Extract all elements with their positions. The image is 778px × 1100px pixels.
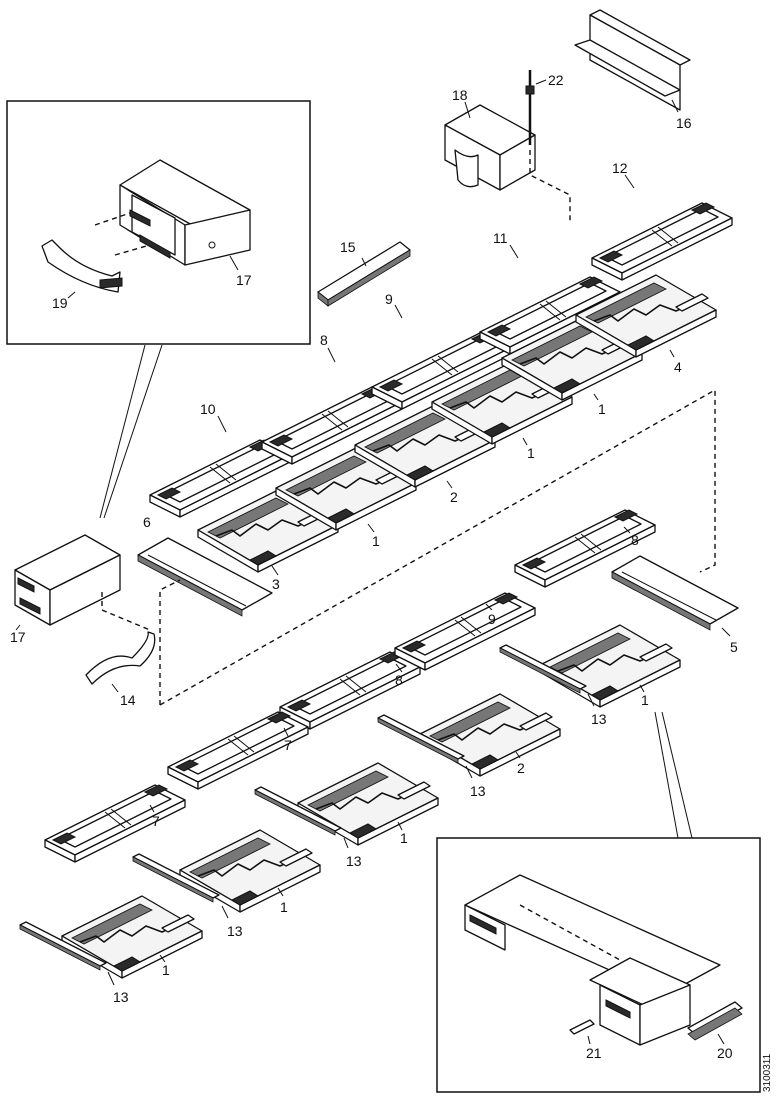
callout-2-lower: 2 — [517, 760, 525, 776]
inset-bracket-19 — [41, 239, 123, 293]
document-number: 3100311 — [762, 1053, 773, 1092]
callout-13-a: 13 — [113, 989, 129, 1005]
callout-16: 16 — [676, 115, 692, 131]
callout-8-mid: 8 — [395, 672, 403, 688]
part-20-rail — [687, 1001, 743, 1041]
callout-18: 18 — [452, 87, 468, 103]
part-15-strip — [317, 241, 411, 307]
callout-9-lower: 9 — [488, 611, 496, 627]
callout-4: 4 — [674, 359, 682, 375]
callout-17-inset: 17 — [236, 272, 252, 288]
callout-1-a: 1 — [372, 533, 380, 549]
part-6-plate — [137, 537, 273, 617]
callout-1-f: 1 — [400, 830, 408, 846]
callout-17: 17 — [10, 629, 26, 645]
callout-15: 15 — [340, 239, 356, 255]
callout-1-d: 1 — [162, 962, 170, 978]
callout-22: 22 — [548, 72, 564, 88]
part-14-cable — [85, 631, 156, 685]
callout-13-b: 13 — [227, 923, 243, 939]
callout-7-b: 7 — [152, 813, 160, 829]
callout-7-a: 7 — [284, 737, 292, 753]
part-21-pin — [569, 1019, 595, 1035]
part-22-screw — [525, 70, 535, 145]
callout-6: 6 — [143, 514, 151, 530]
callout-9-upper: 9 — [385, 291, 393, 307]
callout-10: 10 — [200, 401, 216, 417]
callout-19: 19 — [52, 295, 68, 311]
callout-1-g: 1 — [641, 692, 649, 708]
callout-12: 12 — [612, 160, 628, 176]
inset-beam-17 — [94, 159, 251, 266]
callout-13-d: 13 — [470, 783, 486, 799]
callout-13-c: 13 — [346, 853, 362, 869]
part-16-angle-bracket — [574, 9, 691, 111]
callout-8-upper: 8 — [320, 332, 328, 348]
callout-8-right: 8 — [631, 532, 639, 548]
part-18-end-cap — [444, 104, 536, 191]
callout-20: 20 — [717, 1045, 733, 1061]
callout-1-c: 1 — [598, 401, 606, 417]
callout-2-upper: 2 — [450, 489, 458, 505]
callout-3: 3 — [272, 576, 280, 592]
callout-1-b: 1 — [527, 445, 535, 461]
part-5-plate — [611, 555, 739, 631]
part-17-beam — [14, 534, 121, 626]
callout-1-e: 1 — [280, 899, 288, 915]
callout-13-e: 13 — [591, 711, 607, 727]
callout-14: 14 — [120, 692, 136, 708]
callout-5: 5 — [730, 639, 738, 655]
inset-profile-assembly — [464, 874, 721, 1046]
callout-21: 21 — [586, 1045, 602, 1061]
callout-11: 11 — [493, 230, 508, 246]
